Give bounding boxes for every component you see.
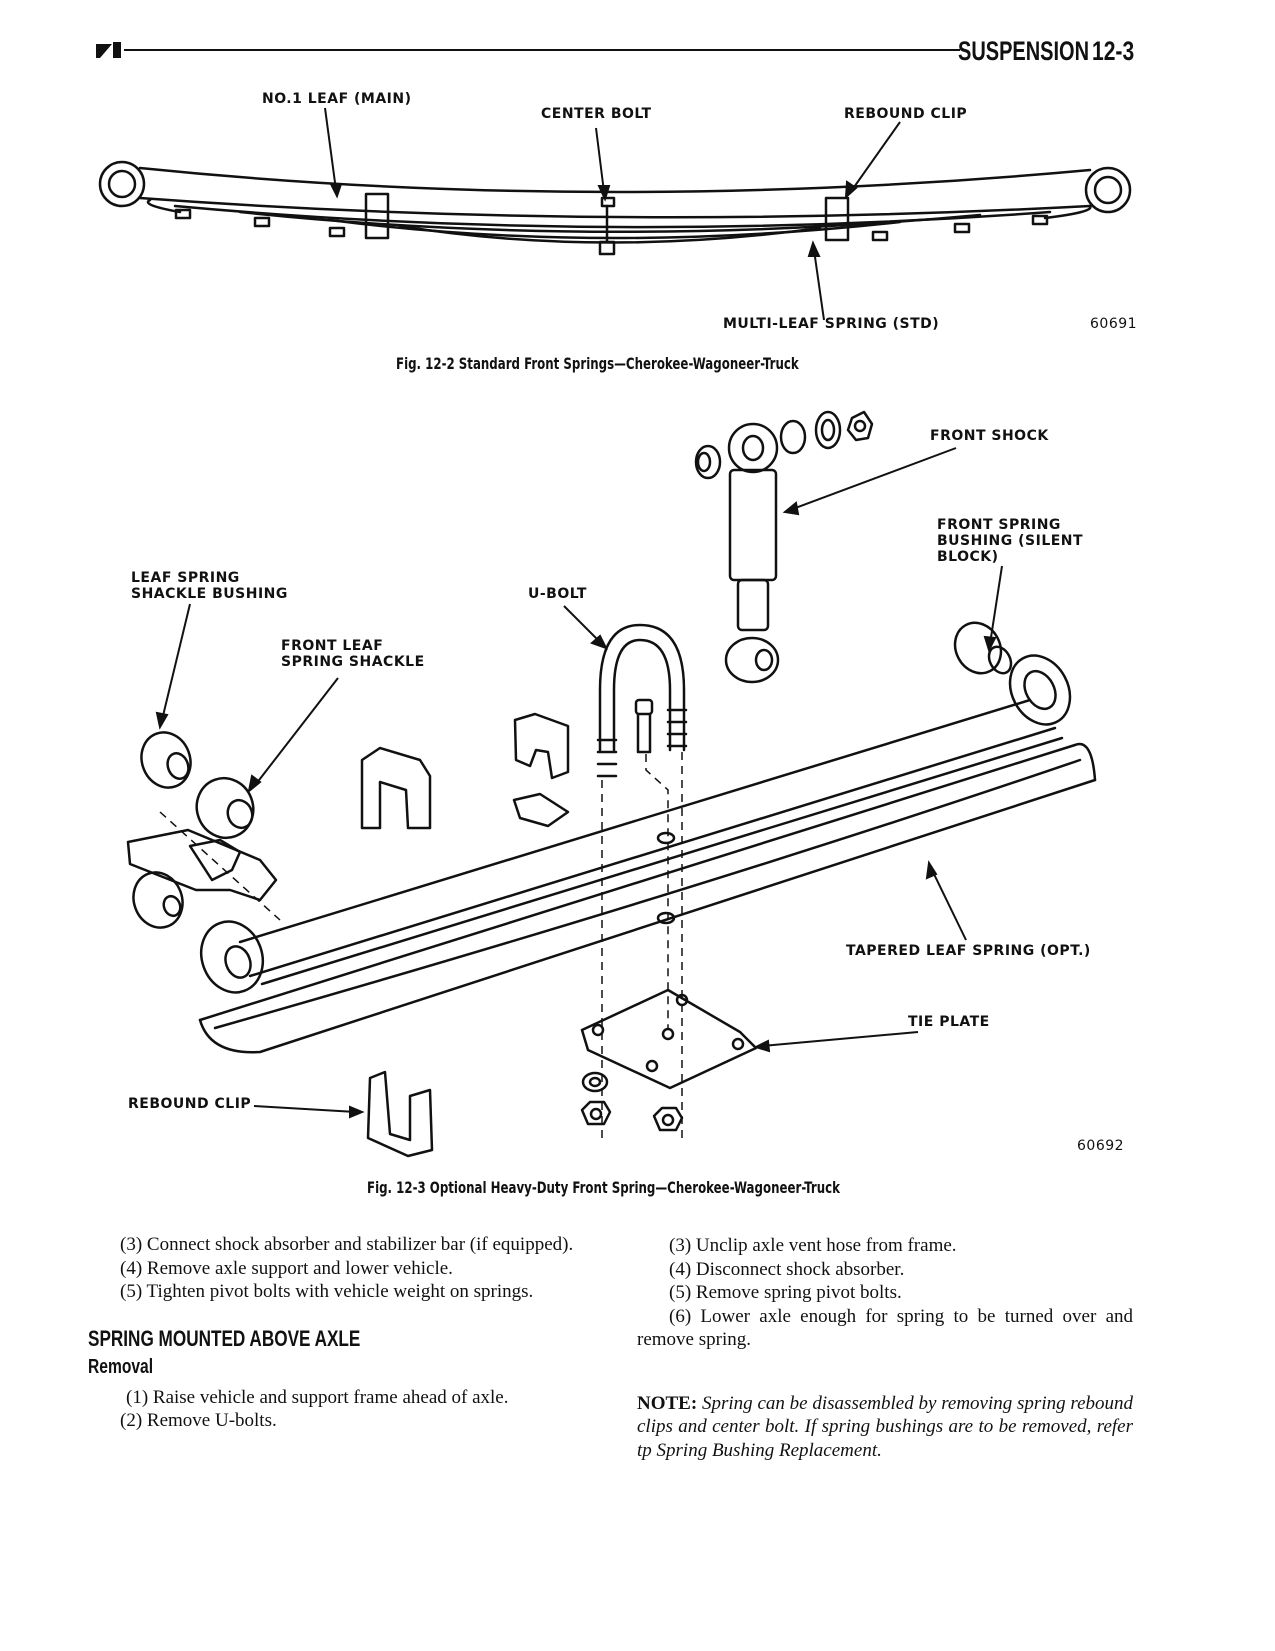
note-text: Spring can be disassembled by removing s… <box>637 1392 1134 1461</box>
figure2-caption: Fig. 12-3 Optional Heavy-Duty Front Spri… <box>367 1178 840 1197</box>
label-center-bolt: CENTER BOLT <box>541 106 652 122</box>
label-rebound-clip: REBOUND CLIP <box>844 106 968 122</box>
sub-heading: Removal <box>88 1355 154 1378</box>
step-left-4: (4) Remove axle support and lower vehicl… <box>120 1257 453 1279</box>
label-multi-leaf-spring: MULTI-LEAF SPRING (STD) <box>723 316 940 332</box>
note: NOTE: Spring can be disassembled by remo… <box>637 1392 1133 1463</box>
label-line: SHACKLE BUSHING <box>131 586 288 602</box>
removal-step-1: (1) Raise vehicle and support frame ahea… <box>126 1386 509 1408</box>
label-line: FRONT SPRING <box>937 517 1061 533</box>
left-column: (3) Connect shock absorber and stabilize… <box>88 1233 584 1433</box>
multi-leaf-spring-drawing <box>98 160 1132 256</box>
label-line: BLOCK) <box>937 549 999 565</box>
section-heading: SPRING MOUNTED ABOVE AXLE <box>88 1325 361 1351</box>
step-right-5: (5) Remove spring pivot bolts. <box>669 1282 902 1303</box>
step-left-3: (3) Connect shock absorber and stabilize… <box>120 1234 574 1255</box>
step-right-3: (3) Unclip axle vent hose from frame. <box>669 1235 957 1256</box>
label-line: LEAF SPRING <box>131 570 240 586</box>
figure1-number: 60691 <box>1090 316 1138 332</box>
brand-logo-icon <box>96 42 121 58</box>
fig2-callout-arrows <box>155 447 1003 1119</box>
assembly-dashed-lines <box>159 752 683 1140</box>
label-tie-plate: TIE PLATE <box>908 1014 990 1030</box>
fig1-callout-arrows <box>324 107 901 321</box>
removal-step-2: (2) Remove U-bolts. <box>120 1410 277 1431</box>
label-line: SPRING SHACKLE <box>281 654 425 670</box>
step-right-4: (4) Disconnect shock absorber. <box>669 1258 905 1280</box>
label-no1-leaf: NO.1 LEAF (MAIN) <box>262 91 412 107</box>
right-column: (3) Unclip axle vent hose from frame. (4… <box>637 1234 1133 1462</box>
label-shackle-bushing: LEAF SPRING SHACKLE BUSHING <box>131 570 288 602</box>
step-right-6: (6) Lower axle enough for spring to be t… <box>637 1305 1133 1351</box>
label-rebound-clip-2: REBOUND CLIP <box>128 1096 252 1112</box>
label-front-spring-bushing: FRONT SPRING BUSHING (SILENT BLOCK) <box>937 517 1083 565</box>
figure2-number: 60692 <box>1077 1138 1125 1154</box>
header-section: SUSPENSION <box>958 36 1090 66</box>
label-line: BUSHING (SILENT <box>937 533 1084 549</box>
note-label: NOTE: <box>637 1392 698 1414</box>
running-header: SUSPENSION 12-3 <box>958 36 1146 67</box>
label-front-leaf-shackle: FRONT LEAF SPRING SHACKLE <box>281 638 425 670</box>
figure1-caption: Fig. 12-2 Standard Front Springs—Cheroke… <box>396 354 799 373</box>
label-front-shock: FRONT SHOCK <box>930 428 1049 444</box>
label-line: FRONT LEAF <box>281 638 384 654</box>
header-page-number: 12-3 <box>1092 36 1135 66</box>
heavy-duty-spring-drawing <box>126 410 1097 1158</box>
label-tapered-leaf-spring: TAPERED LEAF SPRING (OPT.) <box>846 943 1091 959</box>
step-left-5: (5) Tighten pivot bolts with vehicle wei… <box>120 1281 534 1302</box>
label-u-bolt: U-BOLT <box>528 586 587 602</box>
